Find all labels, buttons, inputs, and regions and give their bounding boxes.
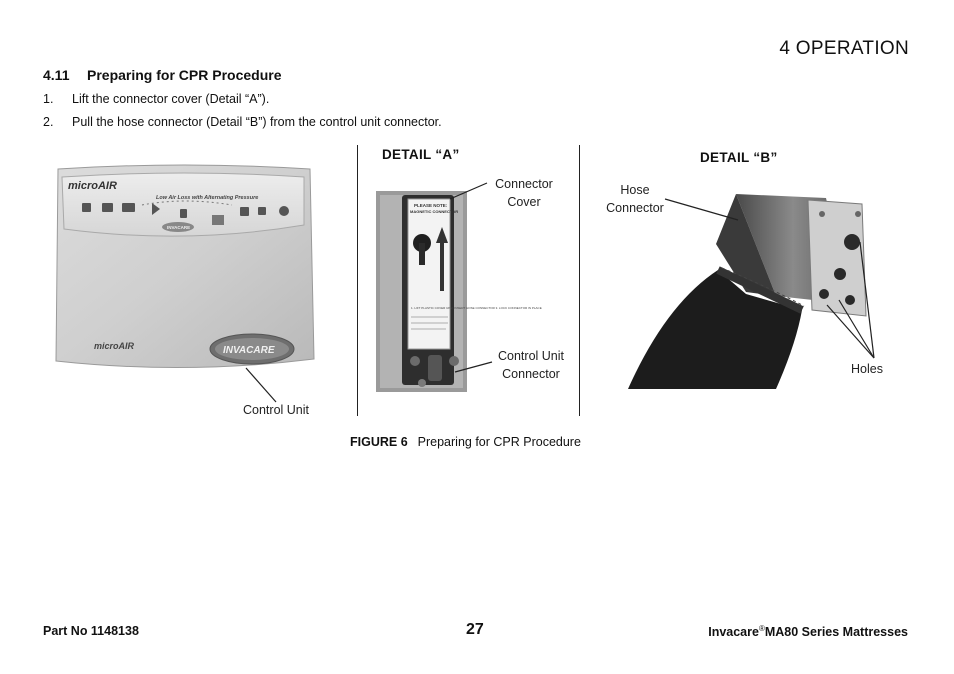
step-number: 1.: [43, 92, 54, 106]
panel-title-text: Low Air Loss with Alternating Pressure: [156, 195, 258, 201]
section-title-text: Preparing for CPR Procedure: [87, 67, 282, 83]
page-number: 27: [466, 621, 484, 638]
cover-note-2: MAGNETIC CONNECTOR: [410, 209, 458, 214]
step-text: Pull the hose connector (Detail “B”) fro…: [72, 115, 442, 129]
control-unit-connector-label: Control Unit Connector: [492, 347, 570, 383]
control-unit-photo: microAIR Low Air Loss with Alternating P…: [55, 164, 315, 369]
step-text: Lift the connector cover (Detail “A”).: [72, 92, 270, 106]
brand-text: microAIR: [68, 180, 117, 192]
step-item: 1. Lift the connector cover (Detail “A”).: [43, 92, 269, 106]
connector-cover-label-line2: Cover: [507, 195, 541, 209]
control-unit-label: Control Unit: [243, 403, 309, 417]
figure-caption: FIGURE 6 Preparing for CPR Procedure: [350, 435, 581, 449]
product-name: Invacare®MA80 Series Mattresses: [708, 624, 908, 639]
footer-product: MA80 Series Mattresses: [764, 625, 908, 640]
figure-divider: [357, 145, 358, 416]
section-title: 4.11 Preparing for CPR Procedure: [43, 67, 282, 83]
figure-caption-text: Preparing for CPR Procedure: [417, 435, 581, 449]
connector-cover-photo: PLEASE NOTE: MAGNETIC CONNECTOR 1. LIFT …: [376, 191, 542, 392]
detail-b-title: DETAIL “B”: [700, 150, 778, 165]
part-number: Part No 1148138: [43, 624, 139, 638]
figure-label: FIGURE 6: [350, 435, 408, 449]
chapter-heading: 4 OPERATION: [779, 38, 909, 59]
connector-cover-label-line1: Connector: [495, 177, 553, 191]
holes-label: Holes: [851, 362, 883, 376]
hose-connector-label: Hose Connector: [598, 181, 672, 217]
maker-logo-text: INVACARE: [223, 345, 275, 356]
brand-lower-text: microAIR: [94, 341, 135, 351]
detail-a-title: DETAIL “A”: [382, 147, 460, 162]
hose-connector-label-line2: Connector: [606, 201, 664, 215]
step-item: 2. Pull the hose connector (Detail “B”) f…: [43, 115, 442, 129]
figure-divider: [579, 145, 580, 416]
control-unit-connector-label-line1: Control Unit: [498, 349, 564, 363]
step-number: 2.: [43, 115, 54, 129]
connector-cover-label: Connector Cover: [486, 175, 562, 211]
panel-maker-text: INVACARE: [167, 225, 190, 230]
footer-brand: Invacare: [708, 625, 759, 640]
registered-mark: ®: [758, 624, 765, 633]
control-unit-connector-label-line2: Connector: [502, 367, 560, 381]
hose-connector-label-line1: Hose: [620, 183, 650, 197]
hose-connector-photo: [628, 194, 867, 389]
cover-steps-text: 1. LIFT PLASTIC COVER UP 2. INSERT HOSE …: [411, 306, 542, 310]
section-number: 4.11: [43, 67, 70, 83]
cover-note-1: PLEASE NOTE:: [414, 203, 448, 208]
